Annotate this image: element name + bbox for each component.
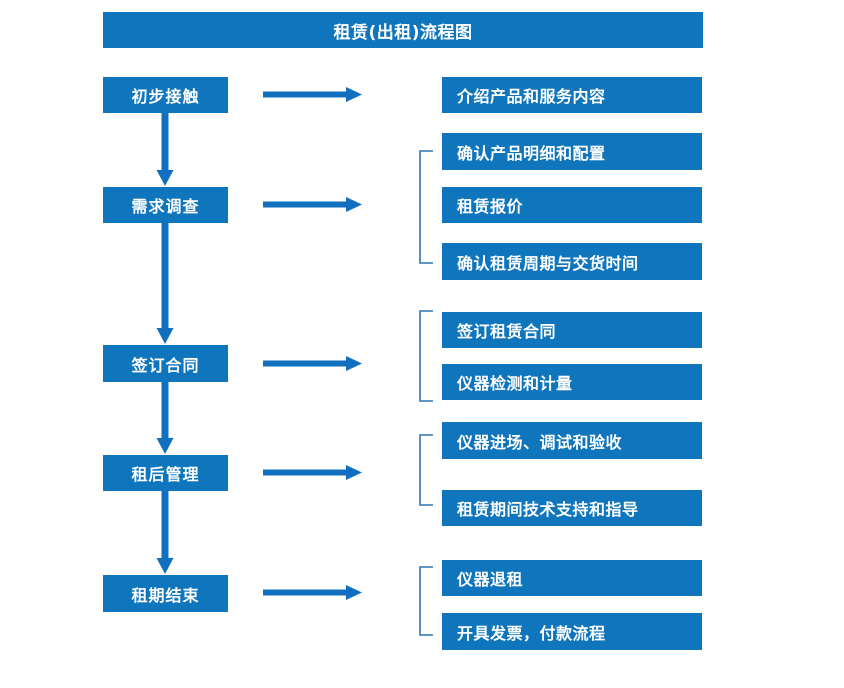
horizontal-arrow-5 xyxy=(263,583,363,603)
detail-box-9[interactable]: 仪器退租 xyxy=(442,560,702,596)
stage-box-1[interactable]: 初步接触 xyxy=(103,77,228,113)
diagram-title: 租赁(出租)流程图 xyxy=(103,12,703,48)
detail-box-10[interactable]: 开具发票，付款流程 xyxy=(442,613,702,650)
horizontal-arrow-1 xyxy=(263,85,363,105)
horizontal-arrow-2 xyxy=(263,195,363,215)
horizontal-arrow-3 xyxy=(263,354,363,374)
detail-box-1[interactable]: 介绍产品和服务内容 xyxy=(442,77,702,113)
detail-box-4[interactable]: 确认租赁周期与交货时间 xyxy=(442,243,702,280)
group-bracket-3 xyxy=(418,434,434,506)
detail-box-6[interactable]: 仪器检测和计量 xyxy=(442,364,702,400)
detail-box-5[interactable]: 签订租赁合同 xyxy=(442,312,702,348)
vertical-arrow-3 xyxy=(155,382,175,456)
detail-box-7[interactable]: 仪器进场、调试和验收 xyxy=(442,422,702,459)
stage-box-3[interactable]: 签订合同 xyxy=(103,345,228,382)
vertical-arrow-2 xyxy=(155,223,175,346)
stage-box-4[interactable]: 租后管理 xyxy=(103,455,228,491)
group-bracket-4 xyxy=(418,566,434,636)
detail-box-2[interactable]: 确认产品明细和配置 xyxy=(442,133,702,170)
stage-box-2[interactable]: 需求调查 xyxy=(103,187,228,223)
detail-box-3[interactable]: 租赁报价 xyxy=(442,187,702,223)
vertical-arrow-1 xyxy=(155,113,175,188)
stage-box-5[interactable]: 租期结束 xyxy=(103,575,228,612)
horizontal-arrow-4 xyxy=(263,463,363,483)
detail-box-8[interactable]: 租赁期间技术支持和指导 xyxy=(442,490,702,526)
group-bracket-1 xyxy=(418,150,434,264)
group-bracket-2 xyxy=(418,310,434,402)
vertical-arrow-4 xyxy=(155,491,175,576)
